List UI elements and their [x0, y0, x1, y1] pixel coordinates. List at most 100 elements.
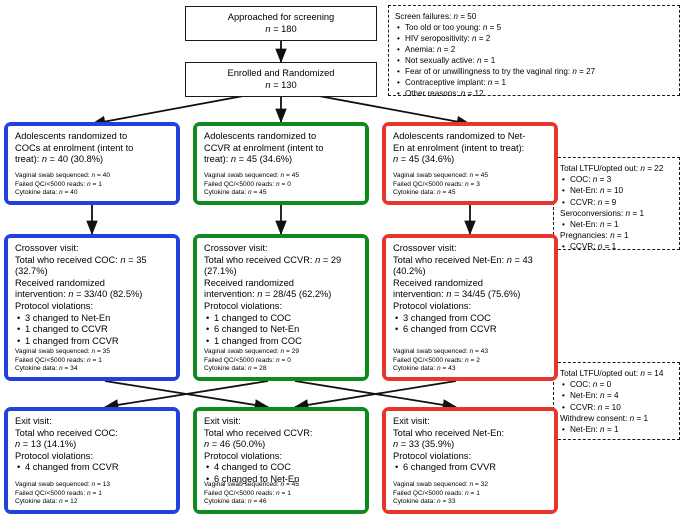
item-label: CCVR:: [570, 197, 598, 207]
n-symbol: n: [280, 348, 285, 356]
n-symbol: n: [393, 154, 399, 165]
stat-line: Cytokine data: n = 28: [204, 365, 299, 373]
item-label: CCVR:: [570, 402, 598, 412]
n-symbol: n: [15, 439, 21, 450]
item-label: Not sexually active:: [405, 56, 477, 65]
violations-label: Protocol violations:: [204, 300, 283, 311]
n-symbol: n: [247, 188, 252, 196]
stat-line: Failed QC/<5000 reads: n = 1: [393, 490, 488, 498]
item-label: Too old or too young:: [405, 23, 483, 32]
stat-line: Vaginal swab sequenced: n = 45: [393, 172, 488, 180]
n-symbol: n: [597, 402, 603, 412]
item-label: Net-En:: [570, 391, 601, 401]
stat-line: Failed QC/<5000 reads: n = 0: [204, 357, 299, 365]
n-symbol: n: [91, 481, 96, 489]
stat-line: Cytokine data: n = 45: [393, 189, 488, 197]
n-symbol: n: [436, 364, 441, 372]
item-value: = 1: [492, 78, 507, 87]
enrolled-count: n = 130: [265, 79, 297, 90]
n-symbol: n: [465, 356, 469, 364]
total-value: n = 46 (50.0%): [204, 439, 266, 450]
stat-line: Cytokine data: n = 12: [15, 498, 110, 506]
violation-item: 3 changed to Net-En: [15, 313, 170, 325]
n-symbol: n: [247, 364, 252, 372]
stat-line: Vaginal swab sequenced: n = 45: [204, 481, 299, 489]
n-symbol: n: [572, 67, 577, 76]
n-symbol: n: [276, 489, 280, 497]
item-label: Vaginal swab sequenced:: [393, 172, 470, 180]
violations-list: 6 changed from CVVR: [393, 462, 548, 474]
box-inner: Exit visit:Total who received COC:n = 13…: [8, 411, 176, 510]
violation-item: 1 changed from COC: [204, 336, 359, 348]
stat-line: Failed QC/<5000 reads: n = 1: [15, 357, 110, 365]
stat-line: Vaginal swab sequenced: n = 35: [15, 348, 110, 356]
item-value: = 43: [473, 348, 489, 356]
n-symbol: n: [436, 188, 441, 196]
box-approached-for-screening: Approached for screening n = 180: [185, 6, 377, 41]
violation-item: 4 changed from CCVR: [15, 462, 170, 474]
n-symbol: n: [276, 356, 280, 364]
stat-line: Failed QC/<5000 reads: n = 0: [204, 181, 299, 189]
visit-label: Crossover visit:: [393, 243, 457, 253]
box-inner: Adolescents randomized to Net-En at enro…: [386, 126, 554, 201]
item-label: CCVR:: [570, 242, 598, 252]
n-symbol: n: [87, 180, 91, 188]
total-percent: (32.7%): [15, 266, 48, 277]
violations-list: 1 changed to COC6 changed to Net-En1 cha…: [204, 313, 359, 348]
list-item: Other reasons: n = 12: [395, 88, 673, 99]
item-label: Failed QC/<5000 reads:: [204, 489, 277, 497]
violations-label: Protocol violations:: [393, 450, 472, 461]
item-value: = 45: [251, 188, 267, 196]
item-value: = 0: [597, 380, 612, 390]
list-item: Contraceptive implant: n = 1: [395, 77, 673, 88]
visit-label: Crossover visit:: [204, 243, 268, 253]
stat-line: Vaginal swab sequenced: n = 40: [15, 172, 110, 180]
n-symbol: n: [91, 172, 96, 180]
n-symbol: n: [58, 188, 63, 196]
list-item: CCVR: n = 1: [560, 241, 673, 252]
box-screen-failures: Screen failures: n = 50 Too old or too y…: [388, 5, 680, 99]
item-label: Cytokine data:: [204, 364, 248, 372]
screening-count: n = 180: [265, 23, 297, 34]
n-symbol: n: [469, 172, 474, 180]
stat-line: Vaginal swab sequenced: n = 45: [204, 172, 299, 180]
n-symbol: n: [257, 289, 263, 300]
item-value: = 46: [251, 497, 267, 505]
exit-body: Exit visit:Total who received COC:n = 13…: [15, 416, 170, 474]
item-value: = 1: [90, 356, 102, 364]
list-item: Net-En: n = 4: [560, 390, 673, 401]
screen-failures-heading: Screen failures: n = 50: [395, 12, 477, 21]
violations-list: 4 changed from CCVR: [15, 462, 170, 474]
list-item: Net-En: n = 1: [560, 219, 673, 230]
item-label: Net-En:: [570, 186, 601, 196]
box-ltfu-top: Total LTFU/opted out: n = 22 COC: n = 3N…: [553, 157, 680, 253]
item-value: = 29: [284, 348, 300, 356]
n-symbol: n: [465, 489, 469, 497]
n-symbol: n: [597, 242, 603, 252]
n-symbol: n: [600, 220, 605, 230]
stat-line: Cytokine data: n = 46: [204, 498, 299, 506]
item-label: Vaginal swab sequenced:: [393, 348, 470, 356]
violation-item: 6 changed to Net-En: [204, 474, 359, 486]
visit-label: Crossover visit:: [15, 243, 79, 253]
n-symbol: n: [436, 497, 441, 505]
item-value: = 45: [473, 172, 489, 180]
n-symbol: n: [446, 289, 452, 300]
stat-line: Failed QC/<5000 reads: n = 3: [393, 181, 488, 189]
item-value: = 1: [602, 242, 617, 252]
item-label: Cytokine data:: [204, 497, 248, 505]
n-symbol: n: [592, 175, 598, 185]
item-label: Failed QC/<5000 reads:: [15, 489, 88, 497]
item-value: = 13: [95, 481, 111, 489]
ltfu-bottom-arm-list: COC: n = 0Net-En: n = 4CCVR: n = 10: [560, 379, 673, 413]
item-value: = 3: [597, 175, 612, 185]
box-enrolment-net-en: Adolescents randomized to Net-En at enro…: [382, 122, 558, 205]
item-value: = 45: [284, 172, 300, 180]
item-value: = 40: [62, 188, 78, 196]
list-item: Fear of or unwillingness to try the vagi…: [395, 66, 673, 77]
ltfu-bottom-withdrew: Withdrew consent: n = 1: [560, 413, 649, 423]
